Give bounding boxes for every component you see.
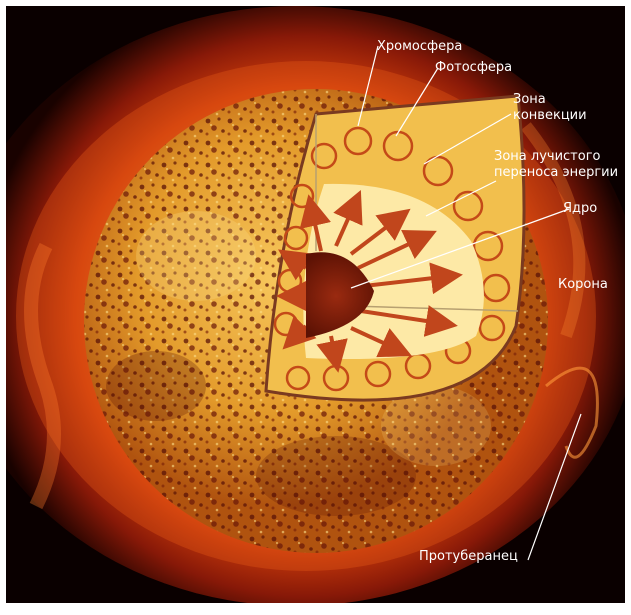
label-chromosphere: Хромосфера bbox=[377, 39, 462, 55]
diagram-stage: Хромосфера Фотосфера Зона конвекции Зона… bbox=[6, 6, 625, 603]
label-core: Ядро bbox=[563, 201, 597, 217]
label-photosphere: Фотосфера bbox=[435, 60, 512, 76]
label-convection-zone: Зона конвекции bbox=[513, 92, 587, 124]
label-prominence: Протуберанец bbox=[419, 549, 518, 565]
label-corona: Корона bbox=[558, 277, 608, 293]
label-radiative-zone: Зона лучистого переноса энергии bbox=[494, 149, 618, 181]
